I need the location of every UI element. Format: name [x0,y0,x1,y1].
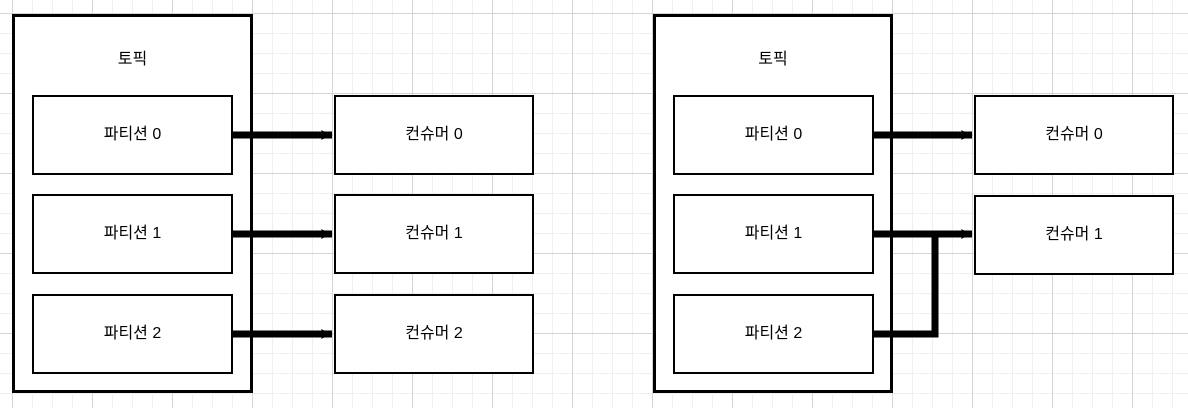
partition-label-left-0: 파티션 0 [103,126,162,144]
consumer-label-right-1: 컨슈머 1 [1045,226,1103,244]
consumer-label-left-2: 컨슈머 2 [405,325,463,343]
consumer-box-left-0: 컨슈머 0 [334,95,534,175]
consumer-box-left-1: 컨슈머 1 [334,194,534,274]
partition-box-left-1: 파티션 1 [32,194,233,274]
partition-box-right-2: 파티션 2 [673,294,874,374]
partition-box-right-0: 파티션 0 [673,95,874,175]
consumer-box-left-2: 컨슈머 2 [334,294,534,374]
consumer-label-left-1: 컨슈머 1 [405,225,463,243]
consumer-label-right-0: 컨슈머 0 [1045,126,1103,144]
partition-label-left-1: 파티션 1 [103,225,162,243]
partition-label-left-2: 파티션 2 [103,325,162,343]
consumer-label-left-0: 컨슈머 0 [405,126,463,144]
topic-title-left: 토픽 [117,51,148,68]
partition-label-right-0: 파티션 0 [744,126,803,144]
topic-title-right: 토픽 [758,51,788,68]
partition-box-left-0: 파티션 0 [32,95,233,175]
partition-box-left-2: 파티션 2 [32,294,233,374]
partition-label-right-2: 파티션 2 [744,325,803,343]
consumer-box-right-0: 컨슈머 0 [974,95,1174,175]
partition-label-right-1: 파티션 1 [744,225,803,243]
consumer-box-right-1: 컨슈머 1 [974,195,1174,275]
partition-box-right-1: 파티션 1 [673,194,874,274]
